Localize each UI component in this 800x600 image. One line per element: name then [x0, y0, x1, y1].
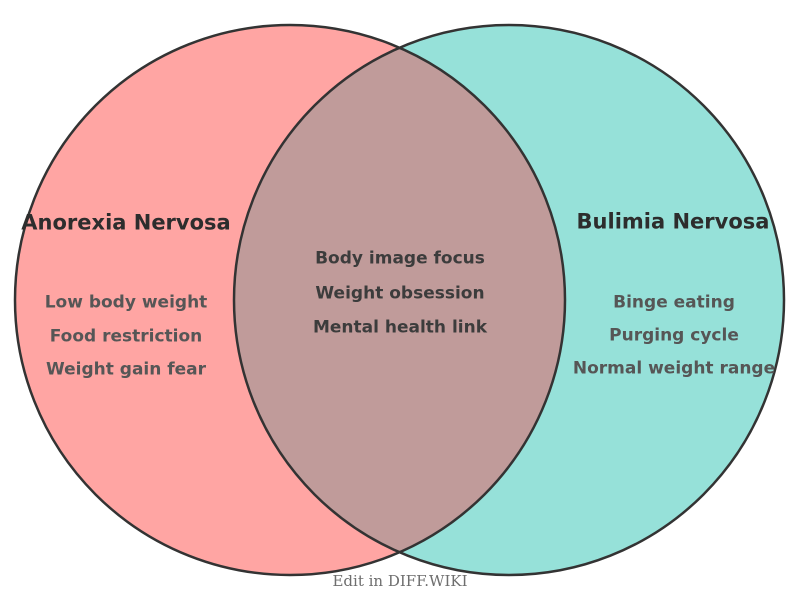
left-set-item: Food restriction	[49, 326, 203, 347]
left-set-title: Anorexia Nervosa	[21, 210, 231, 235]
edit-in-diffwiki-link[interactable]: Edit in DIFF.WIKI	[332, 572, 468, 590]
intersection-item: Weight obsession	[315, 283, 485, 304]
left-set-item: Low body weight	[44, 292, 208, 313]
intersection-item: Mental health link	[312, 317, 488, 338]
right-set-item: Purging cycle	[609, 325, 739, 346]
right-set-item: Binge eating	[613, 292, 735, 313]
right-set-item: Normal weight range	[572, 358, 776, 379]
right-circle-outline	[232, 23, 786, 577]
left-set-item: Weight gain fear	[45, 359, 207, 380]
right-set-title: Bulimia Nervosa	[576, 209, 770, 234]
intersection-item: Body image focus	[315, 248, 485, 269]
intersection-region-fill	[234, 47, 566, 553]
left-circle-outline	[13, 23, 567, 577]
